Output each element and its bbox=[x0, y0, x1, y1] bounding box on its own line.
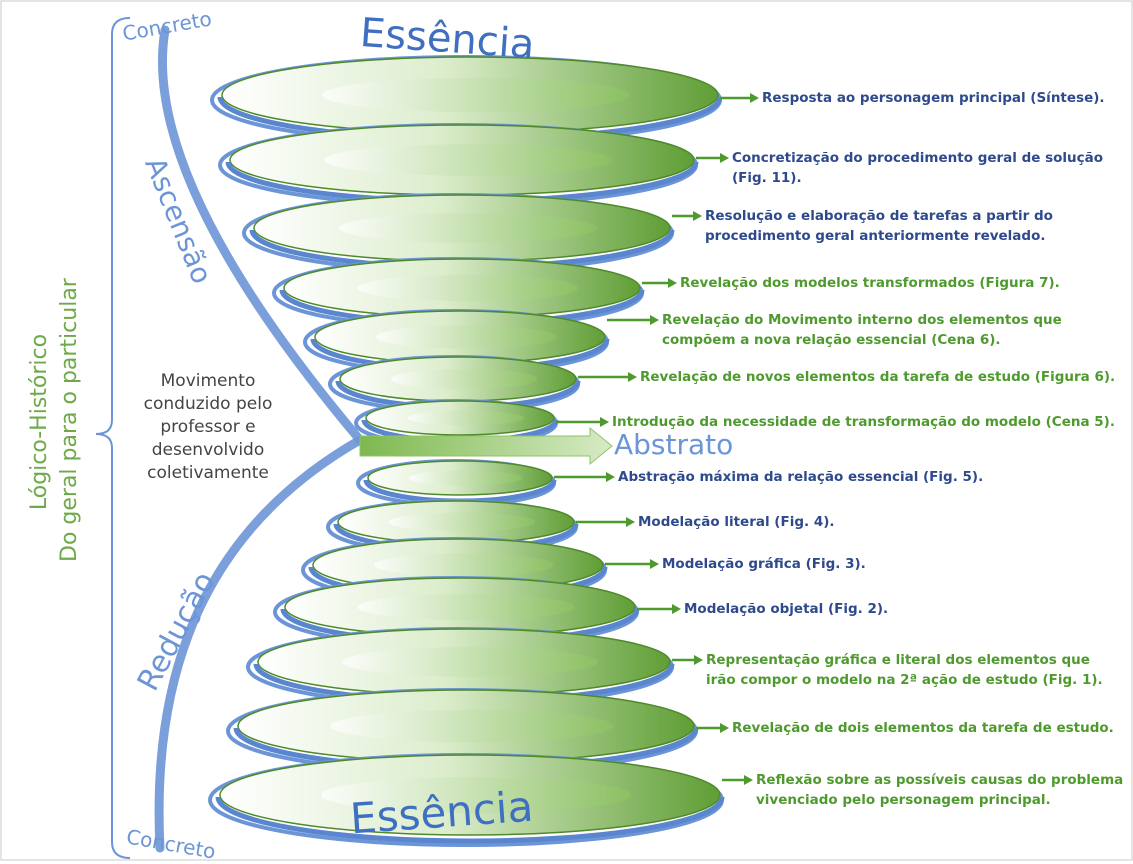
step-label-line: Introdução da necessidade de transformaç… bbox=[612, 412, 1115, 432]
disc-highlight bbox=[391, 369, 537, 389]
step-label-line: Revelação dos modelos transformados (Fig… bbox=[680, 273, 1060, 293]
step-label-line: (Fig. 11). bbox=[732, 168, 1103, 188]
step-label: Concretização do procedimento geral de s… bbox=[732, 148, 1103, 188]
step-label: Resposta ao personagem principal (Síntes… bbox=[762, 88, 1105, 108]
side-title-line-2: Do geral para o particular bbox=[55, 282, 85, 562]
disc-highlight bbox=[322, 78, 630, 112]
step-label-line: Revelação do Movimento interno dos eleme… bbox=[662, 310, 1062, 330]
step-label-line: compõem a nova relação essencial (Cena 6… bbox=[662, 330, 1062, 350]
step-label: Modelação literal (Fig. 4). bbox=[638, 512, 835, 532]
step-label: Resolução e elaboração de tarefas a part… bbox=[705, 206, 1053, 246]
step-label: Revelação dos modelos transformados (Fig… bbox=[680, 273, 1060, 293]
connector-arrowhead bbox=[744, 775, 753, 785]
connector-arrowhead bbox=[668, 278, 677, 288]
step-label-line: Resposta ao personagem principal (Síntes… bbox=[762, 88, 1105, 108]
step-label: Modelação objetal (Fig. 2). bbox=[684, 599, 888, 619]
connector-arrowhead bbox=[720, 153, 729, 163]
connector-arrowhead bbox=[650, 559, 659, 569]
side-title: Lógico-Histórico Do geral para o particu… bbox=[25, 282, 85, 562]
step-label-line: Revelação de novos elementos da tarefa d… bbox=[640, 367, 1115, 387]
step-label: Reflexão sobre as possíveis causas do pr… bbox=[756, 770, 1123, 810]
step-label-line: Abstração máxima da relação essencial (F… bbox=[618, 467, 983, 487]
step-label-line: Reflexão sobre as possíveis causas do pr… bbox=[756, 770, 1123, 790]
step-label-line: Representação gráfica e literal dos elem… bbox=[706, 650, 1103, 670]
step-label: Revelação de dois elementos da tarefa de… bbox=[732, 718, 1114, 738]
step-label-line: procedimento geral anteriormente revelad… bbox=[705, 226, 1053, 246]
step-label-line: Revelação de dois elementos da tarefa de… bbox=[732, 718, 1114, 738]
step-label: Revelação do Movimento interno dos eleme… bbox=[662, 310, 1062, 350]
disc-highlight bbox=[339, 213, 597, 243]
disc-highlight bbox=[374, 553, 554, 576]
disc-highlight bbox=[389, 513, 535, 532]
connector-arrowhead bbox=[672, 604, 681, 614]
step-label-line: vivenciado pelo personagem principal. bbox=[756, 790, 1123, 810]
connector-arrowhead bbox=[606, 472, 615, 482]
connector-arrowhead bbox=[694, 655, 703, 665]
connector-arrowhead bbox=[626, 517, 635, 527]
disc-highlight bbox=[409, 470, 523, 485]
movement-description: Movimento conduzido pelo professor e des… bbox=[133, 370, 283, 485]
step-label-line: Modelação objetal (Fig. 2). bbox=[684, 599, 888, 619]
connector-arrowhead bbox=[750, 93, 759, 103]
spiral-disc bbox=[358, 461, 554, 505]
step-label-line: Concretização do procedimento geral de s… bbox=[732, 148, 1103, 168]
disc-highlight bbox=[358, 275, 579, 301]
step-label: Abstração máxima da relação essencial (F… bbox=[618, 467, 983, 487]
step-label-line: Resolução e elaboração de tarefas a part… bbox=[705, 206, 1053, 226]
disc-highlight bbox=[358, 594, 575, 620]
step-label-line: irão compor o modelo na 2ª ação de estud… bbox=[706, 670, 1103, 690]
disc-highlight bbox=[408, 410, 525, 425]
step-label: Modelação gráfica (Fig. 3). bbox=[662, 554, 866, 574]
connector-arrowhead bbox=[600, 417, 609, 427]
step-label-line: Modelação literal (Fig. 4). bbox=[638, 512, 835, 532]
disc-highlight bbox=[331, 710, 614, 742]
left-brace bbox=[96, 18, 130, 858]
side-title-line-1: Lógico-Histórico bbox=[25, 282, 55, 562]
step-label: Representação gráfica e literal dos elem… bbox=[706, 650, 1103, 690]
connector-arrowhead bbox=[628, 372, 637, 382]
abstract-word: Abstrato bbox=[614, 428, 733, 461]
disc-highlight bbox=[324, 144, 612, 176]
connector-arrowhead bbox=[650, 315, 659, 325]
step-label: Introdução da necessidade de transformaç… bbox=[612, 412, 1115, 432]
disc-highlight bbox=[342, 647, 597, 677]
step-label: Revelação de novos elementos da tarefa d… bbox=[640, 367, 1115, 387]
connector-arrowhead bbox=[693, 211, 702, 221]
disc-highlight bbox=[376, 325, 556, 348]
step-label-line: Modelação gráfica (Fig. 3). bbox=[662, 554, 866, 574]
connector-arrowhead bbox=[720, 723, 729, 733]
